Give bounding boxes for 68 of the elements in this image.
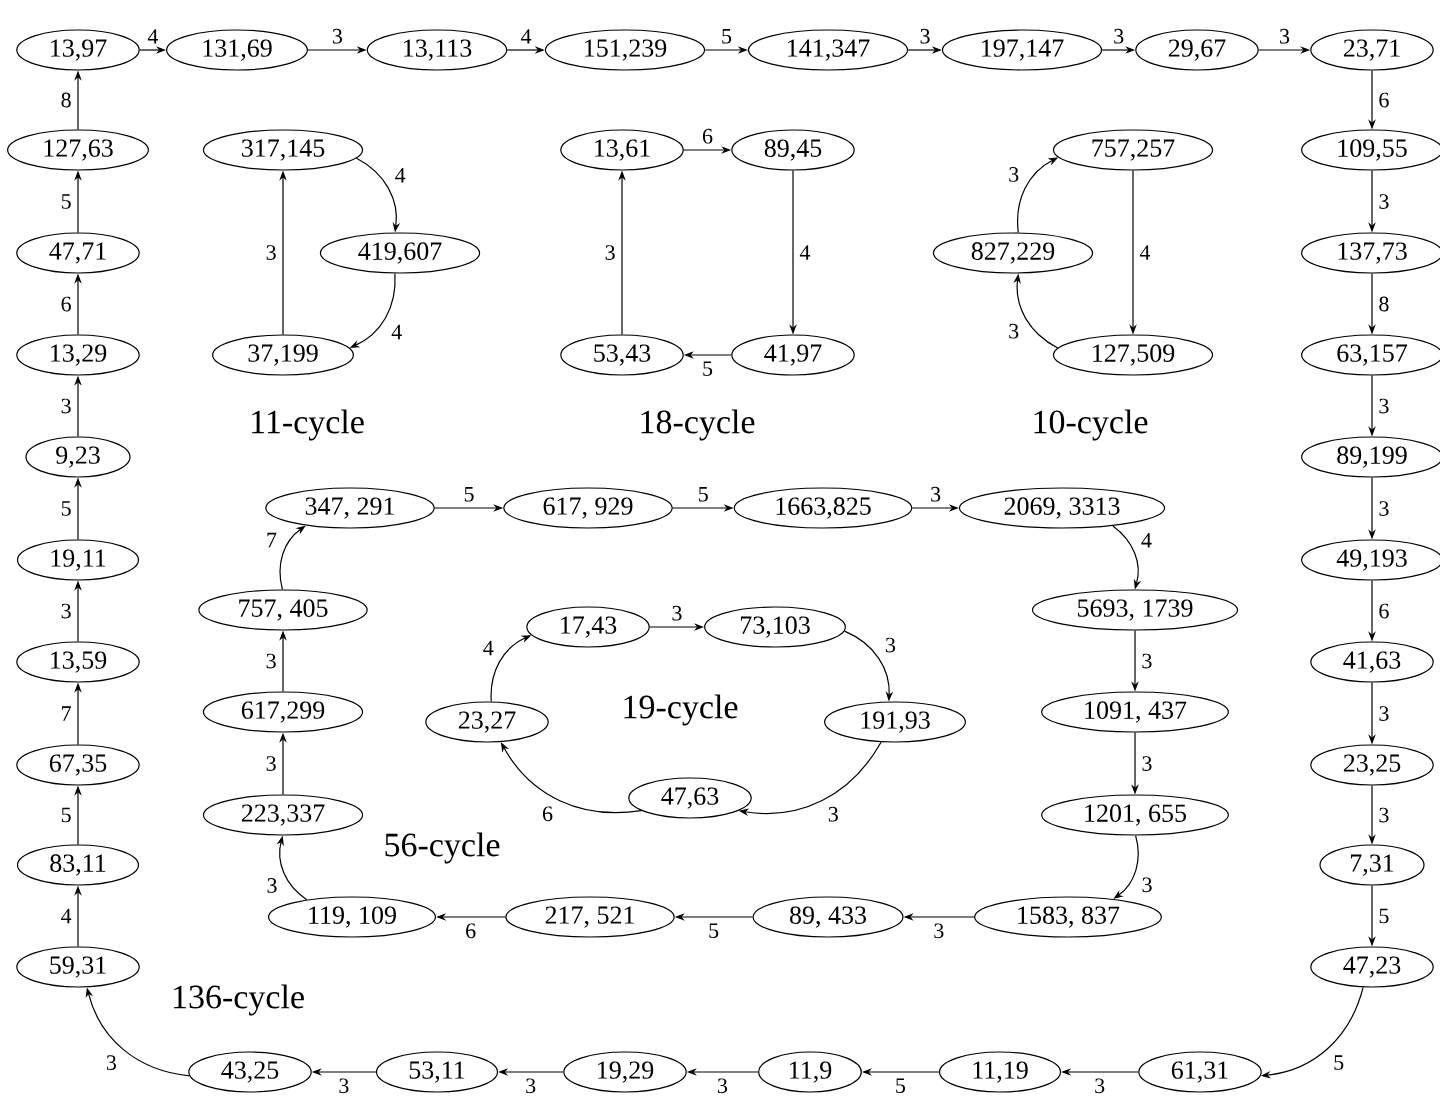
arrow <box>279 525 306 590</box>
edge-label: 3 <box>605 245 615 260</box>
cycle-label: 19-cycle <box>624 694 738 726</box>
edge-label: 4 <box>799 245 811 260</box>
edge-label: 3 <box>61 398 71 414</box>
edge-label: 5 <box>1379 908 1389 924</box>
edge-label: 8 <box>61 92 71 108</box>
edge-label: 5 <box>61 194 71 209</box>
edge-label: 3 <box>886 637 896 653</box>
edge-label: 3 <box>718 1078 728 1094</box>
cycle-label: 10-cycle <box>1034 409 1148 441</box>
edge-label: 5 <box>703 361 713 377</box>
edge-label: 3 <box>1142 756 1152 771</box>
edge-label: 5 <box>722 29 732 44</box>
edge-label: 3 <box>934 923 944 939</box>
edge-label: 4 <box>147 29 159 44</box>
edge-label: 5 <box>464 487 474 502</box>
edge-label: 6 <box>466 923 476 939</box>
edge-label: 8 <box>1379 296 1389 312</box>
cycle-label: 18-cycle <box>641 409 755 441</box>
edge-label: 3 <box>1009 323 1019 339</box>
edge-label: 6 <box>1379 92 1389 108</box>
edge-label: 4 <box>61 908 72 924</box>
edge-label: 3 <box>920 28 930 44</box>
edge-label: 3 <box>332 28 342 44</box>
edge-label: 3 <box>106 1055 116 1070</box>
edge-label: 3 <box>931 486 941 502</box>
edge-label: 3 <box>1142 877 1152 893</box>
edge-label: 4 <box>1139 245 1151 260</box>
edge-label: 4 <box>483 640 494 656</box>
edge-label: 5 <box>1334 1055 1344 1070</box>
edge-label: 4 <box>391 324 402 340</box>
edge-label: 3 <box>1142 653 1152 669</box>
edge-label: 3 <box>61 603 71 619</box>
edge-label: 3 <box>339 1078 349 1094</box>
edge-label: 6 <box>61 296 71 312</box>
edge-label: 3 <box>1280 28 1290 44</box>
edge-label: 3 <box>672 605 682 621</box>
cycle-label: 56-cycle <box>385 832 500 864</box>
edge-label: 5 <box>61 807 71 823</box>
edge-label: 5 <box>699 487 708 502</box>
edge-label: 3 <box>1009 167 1019 182</box>
edge-label: 7 <box>267 532 277 548</box>
edge-label: 3 <box>267 878 277 893</box>
edge-label: 6 <box>702 128 713 144</box>
edge-label: 3 <box>266 653 276 669</box>
edge-label: 7 <box>62 706 71 721</box>
edge-label: 4 <box>521 29 532 44</box>
edge-label: 3 <box>266 756 276 771</box>
edge-label: 3 <box>1095 1078 1105 1094</box>
edge-label: 3 <box>526 1078 536 1094</box>
edge-label: 3 <box>1379 706 1389 721</box>
edge-label: 5 <box>896 1078 906 1094</box>
edge-label: 3 <box>1114 28 1124 44</box>
edge-label: 3 <box>1379 501 1389 516</box>
edge-label: 6 <box>1379 603 1389 619</box>
edge-label: 5 <box>709 923 719 939</box>
edge-label: 4 <box>395 168 406 183</box>
cycle-label: 11-cycle <box>252 409 364 441</box>
edge-label: 3 <box>828 806 838 822</box>
edge-label: 3 <box>1379 807 1389 823</box>
cycle-label: 136-cycle <box>173 984 304 1016</box>
edge-label: 6 <box>543 806 553 822</box>
edge-label: 3 <box>1379 398 1389 414</box>
edge-label: 3 <box>266 245 276 260</box>
edge-label: 3 <box>1379 194 1389 209</box>
edge-label: 4 <box>1141 533 1152 548</box>
edge-label: 5 <box>61 501 71 516</box>
